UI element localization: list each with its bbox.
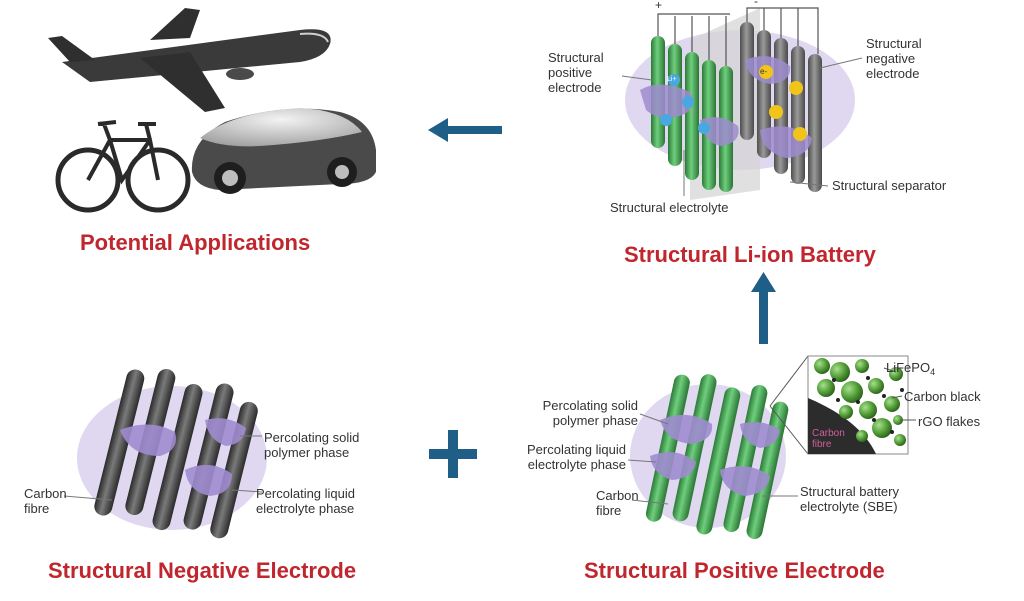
li-ion-markers — [660, 74, 710, 134]
label-structural-negative-electrode: Structural negative electrode — [866, 36, 922, 81]
label-structural-battery-electrolyte: Structural battery electrolyte (SBE) — [800, 484, 899, 514]
label-structural-electrolyte: Structural electrolyte — [610, 200, 729, 215]
label-neg-carbon-fibre: Carbon fibre — [24, 486, 67, 516]
bicycle-icon — [55, 120, 191, 213]
label-structural-positive-electrode: Structural positive electrode — [548, 50, 604, 95]
label-neg-solid-polymer-phase: Percolating solid polymer phase — [264, 430, 360, 460]
label-pos-solid-polymer-phase: Percolating solid polymer phase — [542, 398, 638, 428]
heading-structural-negative-electrode: Structural Negative Electrode — [48, 558, 357, 583]
label-lifepo4: LiFePO4 — [886, 360, 936, 377]
heading-structural-battery: Structural Li-ion Battery — [624, 242, 876, 267]
airplane-icon — [48, 8, 331, 112]
arrow-up-icon — [751, 272, 776, 344]
terminal-minus-label: - — [754, 0, 758, 8]
label-carbon-black: Carbon black — [904, 389, 981, 404]
label-pos-liquid-electrolyte-phase: Percolating liquid electrolyte phase — [526, 442, 626, 472]
label-neg-liquid-electrolyte-phase: Percolating liquid electrolyte phase — [256, 486, 356, 516]
arrow-left-icon — [428, 118, 502, 142]
electron-label: e- — [760, 67, 768, 76]
label-rgo-flakes: rGO flakes — [918, 414, 981, 429]
plus-icon — [429, 430, 477, 478]
electron-markers — [759, 65, 807, 141]
label-pos-carbon-fibre: Carbon fibre — [596, 488, 639, 518]
label-inset-carbon-fibre: Carbon fibre — [812, 428, 845, 450]
negative-electrode-illustration — [63, 368, 267, 539]
cathode-inset — [807, 355, 916, 455]
terminal-plus-label: + — [655, 0, 663, 12]
positive-electrode-illustration — [627, 355, 809, 539]
heading-potential-applications: Potential Applications — [80, 230, 311, 255]
lifepo4-particles — [814, 358, 906, 446]
li-ion-label: Li+ — [667, 76, 677, 83]
heading-structural-positive-electrode: Structural Positive Electrode — [584, 558, 885, 583]
battery-illustration — [621, 7, 863, 200]
label-structural-separator: Structural separator — [832, 178, 947, 193]
car-icon — [191, 108, 376, 194]
carbon-black-particles — [832, 376, 904, 434]
